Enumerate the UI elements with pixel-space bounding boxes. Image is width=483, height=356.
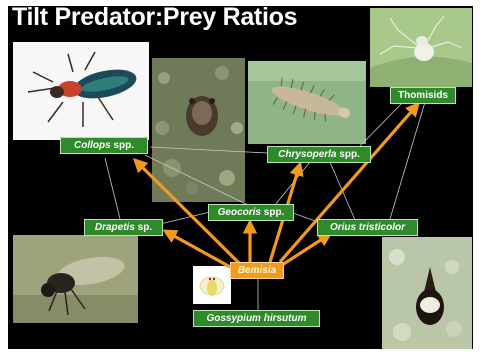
node-geocoris: Geocoris spp.	[208, 204, 294, 221]
geocoris-bug-photo	[152, 58, 245, 202]
orius-bug-photo	[382, 237, 472, 349]
node-chrysoperla: Chrysoperla spp.	[267, 146, 371, 163]
slide-title: Tilt Predator:Prey Ratios	[12, 3, 297, 32]
node-drapetis: Drapetis sp.	[84, 219, 163, 236]
collops-beetle-photo	[13, 42, 149, 140]
thomisid-spider-photo	[370, 8, 472, 87]
node-gossypium: Gossypium hirsutum	[193, 310, 320, 327]
bemisia-whitefly-photo	[193, 266, 231, 304]
chrysoperla-larva-photo	[248, 61, 366, 144]
drapetis-fly-photo	[13, 235, 138, 323]
node-collops: Collops spp.	[60, 137, 148, 154]
node-bemisia: Bemisia	[230, 262, 284, 279]
node-orius: Orius tristicolor	[317, 219, 418, 236]
node-thomisids: Thomisids	[390, 87, 456, 104]
